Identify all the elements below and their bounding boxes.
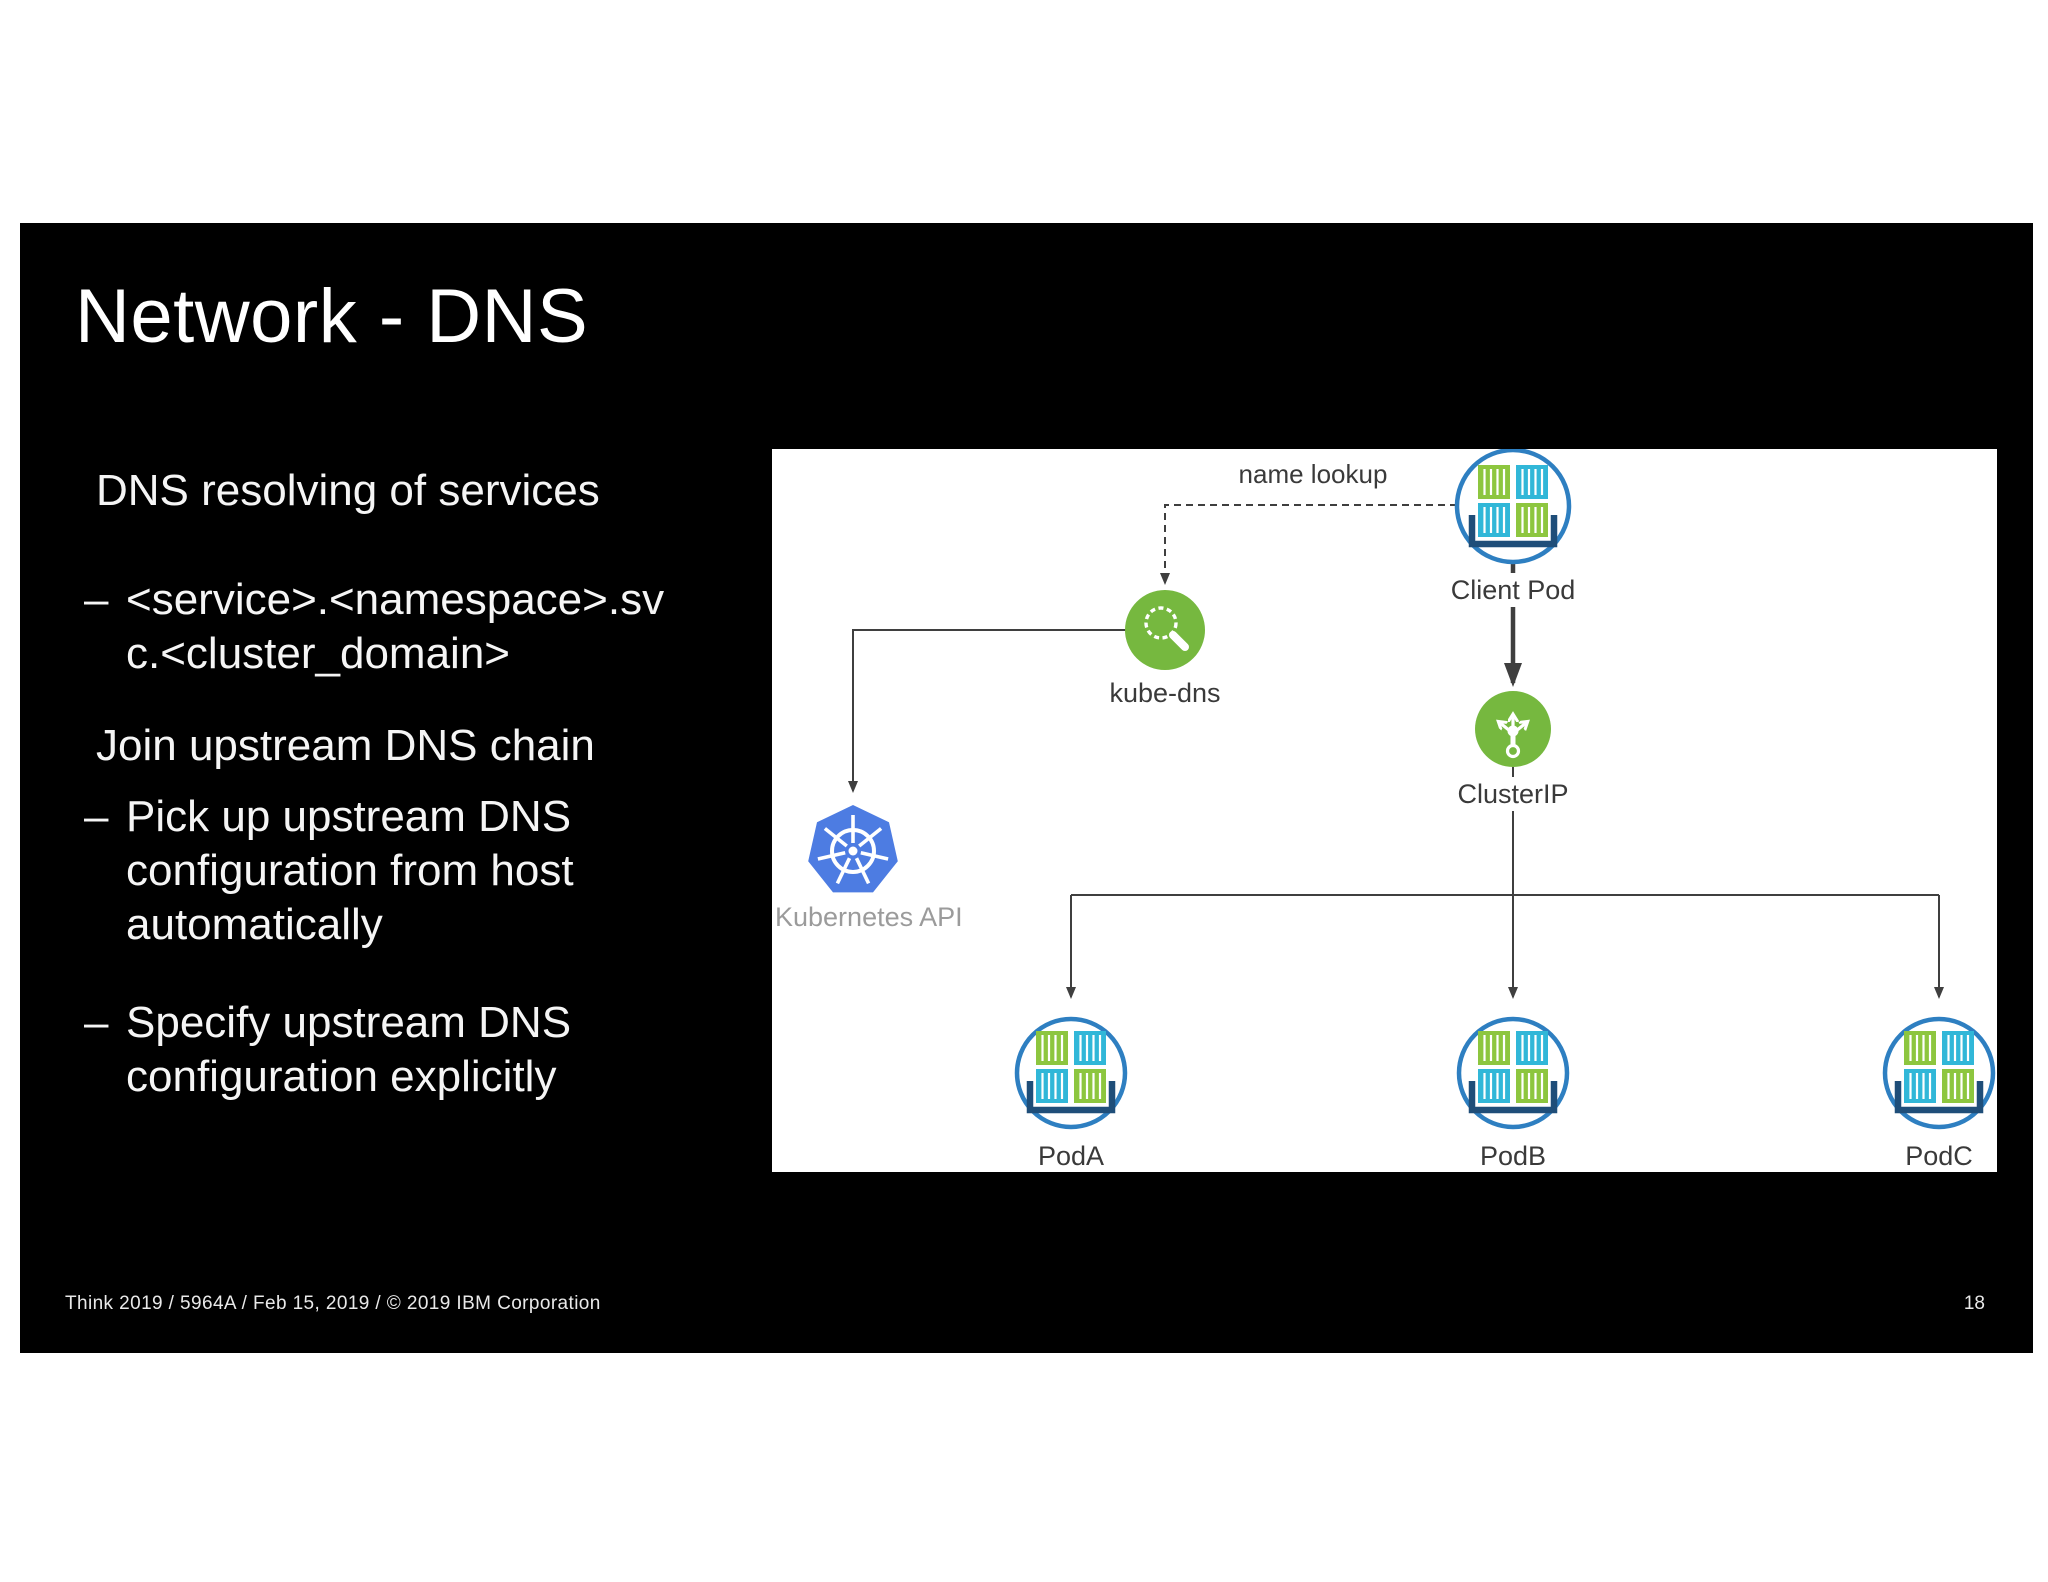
label-backing: [1445, 573, 1581, 607]
node-label-cluster-ip: ClusterIP: [1457, 779, 1568, 809]
slide-title: Network - DNS: [75, 274, 589, 359]
node-label-kubernetes-api: Kubernetes API: [775, 902, 963, 932]
node-label-kube-dns: kube-dns: [1109, 678, 1220, 708]
service-circle: [1125, 590, 1205, 670]
node-cluster-ip: [1475, 691, 1551, 767]
bullet-join-upstream: Join upstream DNS chain: [96, 719, 595, 773]
node-client-pod: [1454, 449, 1572, 565]
kubernetes-helm-icon: [817, 815, 889, 885]
edge-kubedns-to-api: [848, 629, 1126, 793]
bullet-line: <service>.<namespace>.sv: [126, 575, 665, 624]
edge-label-name-lookup: name lookup: [1239, 459, 1388, 489]
bullet-line: Join upstream DNS chain: [96, 721, 595, 770]
footer-page-number: 18: [1963, 1293, 1985, 1314]
bullet-dash: –: [84, 575, 109, 624]
node-kube-dns: [1125, 590, 1205, 670]
bullet-line: Pick up upstream DNS: [126, 792, 572, 841]
bullet-line: c.<cluster_domain>: [126, 629, 510, 678]
bullet-pickup-upstream: – Pick up upstream DNS configuration fro…: [84, 790, 574, 952]
diagram-nodes: [808, 449, 1996, 1130]
edge-name-lookup-dashed: [1160, 504, 1457, 585]
bullet-service-namespace: – <service>.<namespace>.sv c.<cluster_do…: [84, 573, 665, 681]
bullet-line: automatically: [126, 900, 383, 949]
magnifier-icon: [1144, 606, 1189, 651]
bullet-dash: –: [84, 792, 109, 841]
slide: Network - DNS DNS resolving of services …: [20, 223, 2033, 1353]
bullet-line: configuration from host: [126, 846, 574, 895]
diagram-svg: name lookup Client Pod kube-dns ClusterI…: [775, 449, 1996, 1171]
node-label-pod-a: PodA: [1038, 1141, 1104, 1171]
node-label-client-pod: Client Pod: [1451, 575, 1576, 605]
node-pod-a: [1014, 1016, 1128, 1130]
diagram-labels: name lookup Client Pod kube-dns ClusterI…: [775, 459, 1973, 1171]
bullet-specify-upstream: – Specify upstream DNS configuration exp…: [84, 996, 572, 1104]
node-label-pod-b: PodB: [1480, 1141, 1546, 1171]
node-pod-b: [1456, 1016, 1570, 1130]
bullet-line: Specify upstream DNS: [126, 998, 572, 1047]
bullet-dash: –: [84, 998, 109, 1047]
bullet-line: configuration explicitly: [126, 1052, 557, 1101]
bullet-line: DNS resolving of services: [96, 466, 600, 515]
node-pod-c: [1882, 1016, 1996, 1130]
node-kubernetes-api: [808, 805, 898, 893]
connectors: [848, 504, 1944, 999]
load-balancer-icon: [1499, 715, 1527, 759]
bullet-dns-resolving: DNS resolving of services: [96, 464, 600, 518]
node-label-pod-c: PodC: [1905, 1141, 1973, 1171]
footer-meta: Think 2019 / 5964A / Feb 15, 2019 / © 20…: [65, 1293, 601, 1314]
kubernetes-dns-diagram: name lookup Client Pod kube-dns ClusterI…: [772, 449, 1997, 1172]
label-backing: [1454, 777, 1572, 811]
